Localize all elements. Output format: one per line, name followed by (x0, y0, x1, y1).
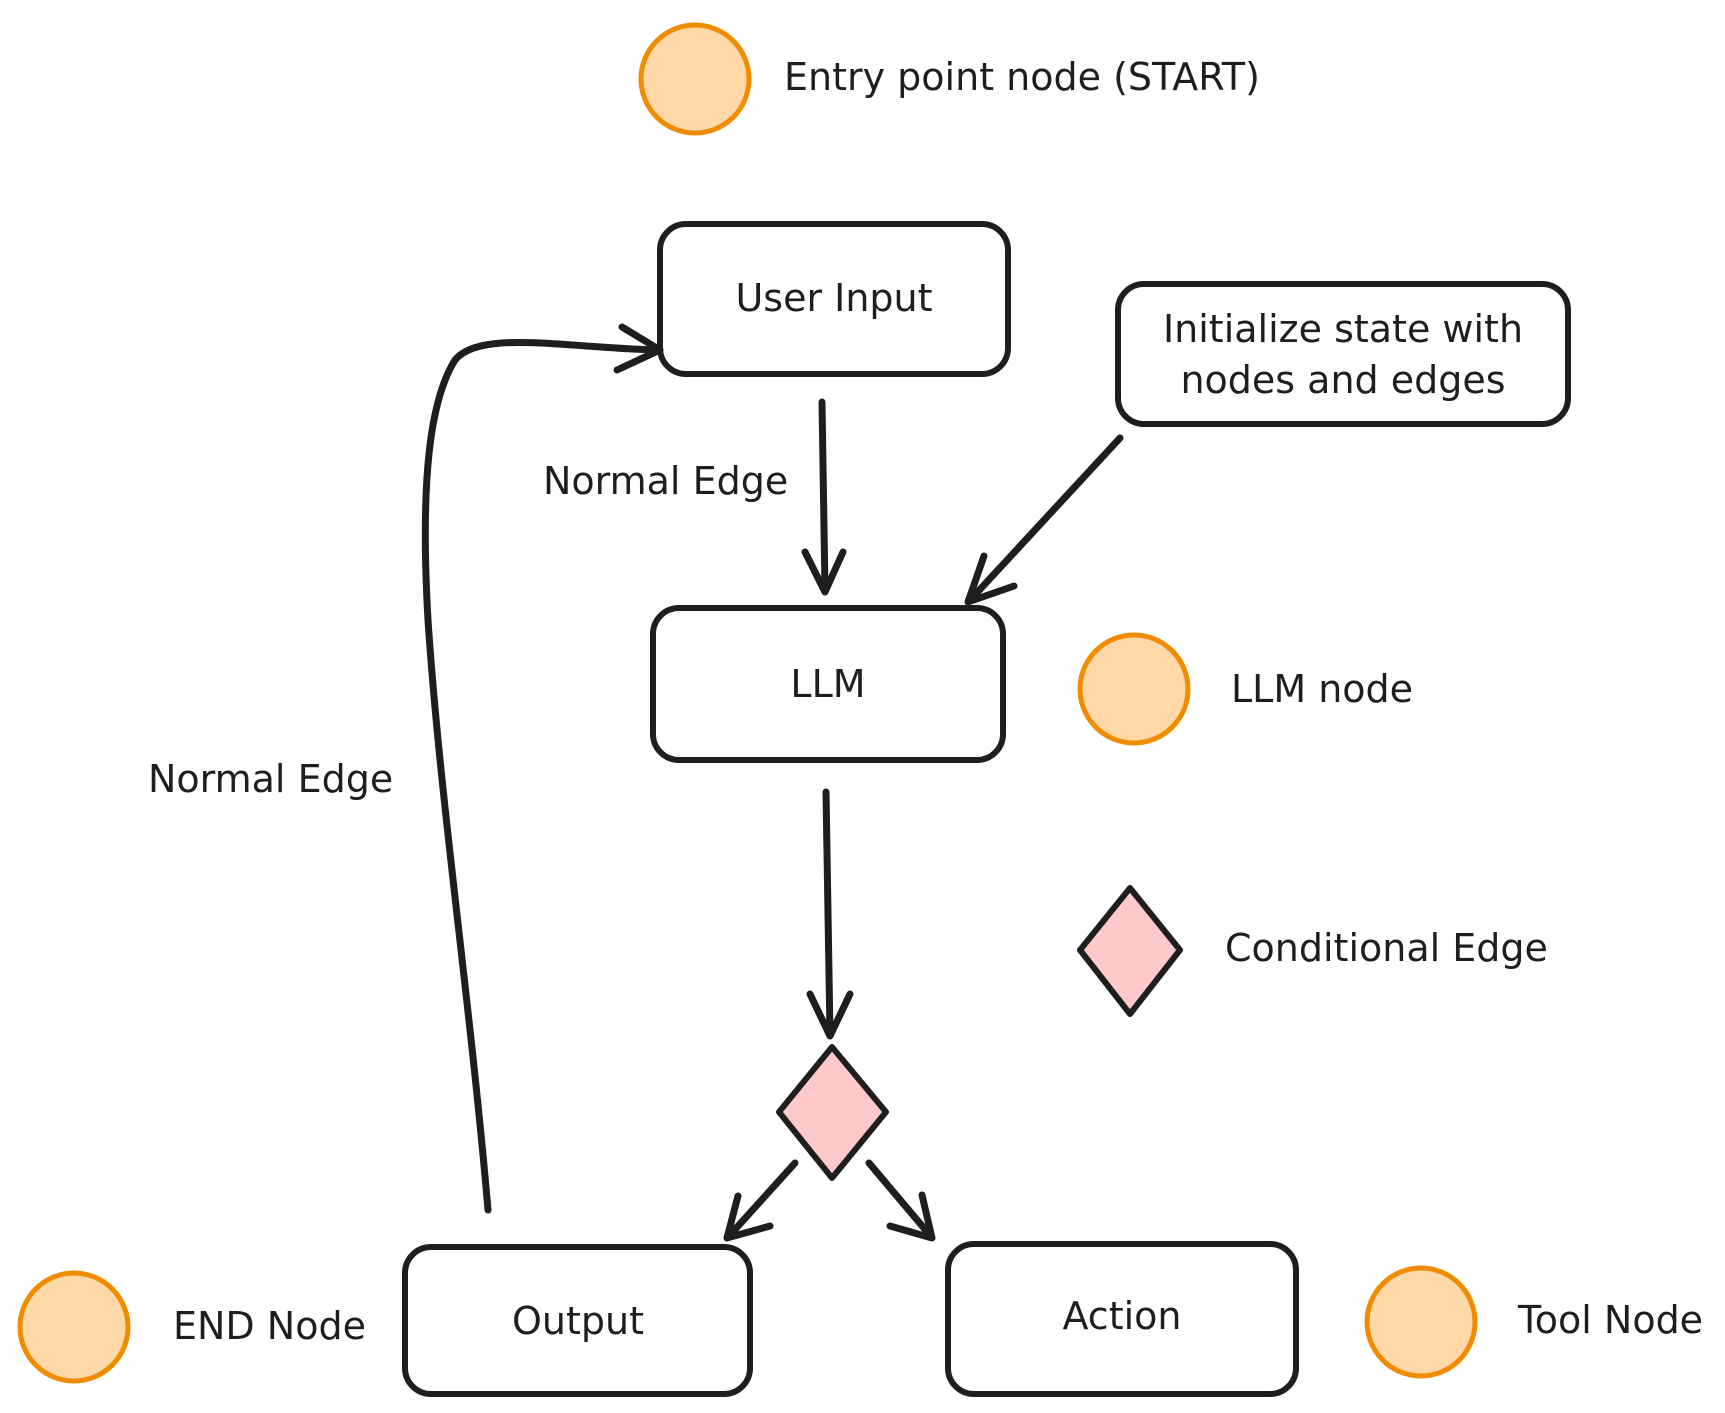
initialize-state-label-line1: Initialize state with (1163, 307, 1523, 351)
normal-edge-label-left: Normal Edge (148, 757, 393, 801)
user-input-node (657, 221, 1011, 377)
llm-node-legend-circle (1077, 632, 1191, 746)
edge-user-input-to-llm-arrowhead (801, 548, 847, 596)
output-node (402, 1244, 753, 1397)
llm-node (650, 605, 1006, 763)
initialize-state-label-line2: nodes and edges (1180, 358, 1505, 402)
conditional-edge-diamond (776, 1044, 889, 1181)
tool-node-legend-label: Tool Node (1517, 1298, 1703, 1342)
edge-conditional-to-output (726, 1159, 799, 1239)
edge-conditional-to-action (865, 1159, 933, 1238)
edge-conditional-to-action-arrowhead (886, 1191, 936, 1242)
tool-node-legend-circle (1364, 1265, 1478, 1379)
end-node-legend-circle (17, 1270, 131, 1384)
action-node-label: Action (1062, 1294, 1181, 1338)
entry-point-legend-label: Entry point node (START) (784, 55, 1260, 99)
edge-user-input-to-llm (818, 398, 829, 594)
edge-llm-to-conditional-arrowhead (806, 990, 854, 1040)
conditional-edge-legend-label: Conditional Edge (1225, 926, 1548, 970)
action-node (945, 1241, 1299, 1397)
edge-conditional-to-output-arrowhead (723, 1192, 774, 1242)
normal-edge-label-top: Normal Edge (543, 459, 788, 503)
edge-initialize-to-llm (968, 434, 1124, 602)
output-node-label: Output (512, 1299, 644, 1343)
edge-llm-to-conditional (822, 788, 834, 1038)
edge-initialize-to-llm-arrowhead (964, 552, 1018, 606)
llm-node-label: LLM (790, 662, 865, 706)
edge-output-to-user-input (421, 339, 659, 1214)
user-input-node-label: User Input (735, 276, 932, 320)
initialize-state-node (1115, 281, 1571, 427)
entry-point-legend-circle (638, 22, 752, 136)
llm-node-legend-label: LLM node (1231, 667, 1413, 711)
end-node-legend-label: END Node (173, 1304, 366, 1348)
conditional-edge-legend-diamond (1077, 885, 1183, 1017)
edge-output-to-user-input-arrowhead (613, 323, 664, 374)
